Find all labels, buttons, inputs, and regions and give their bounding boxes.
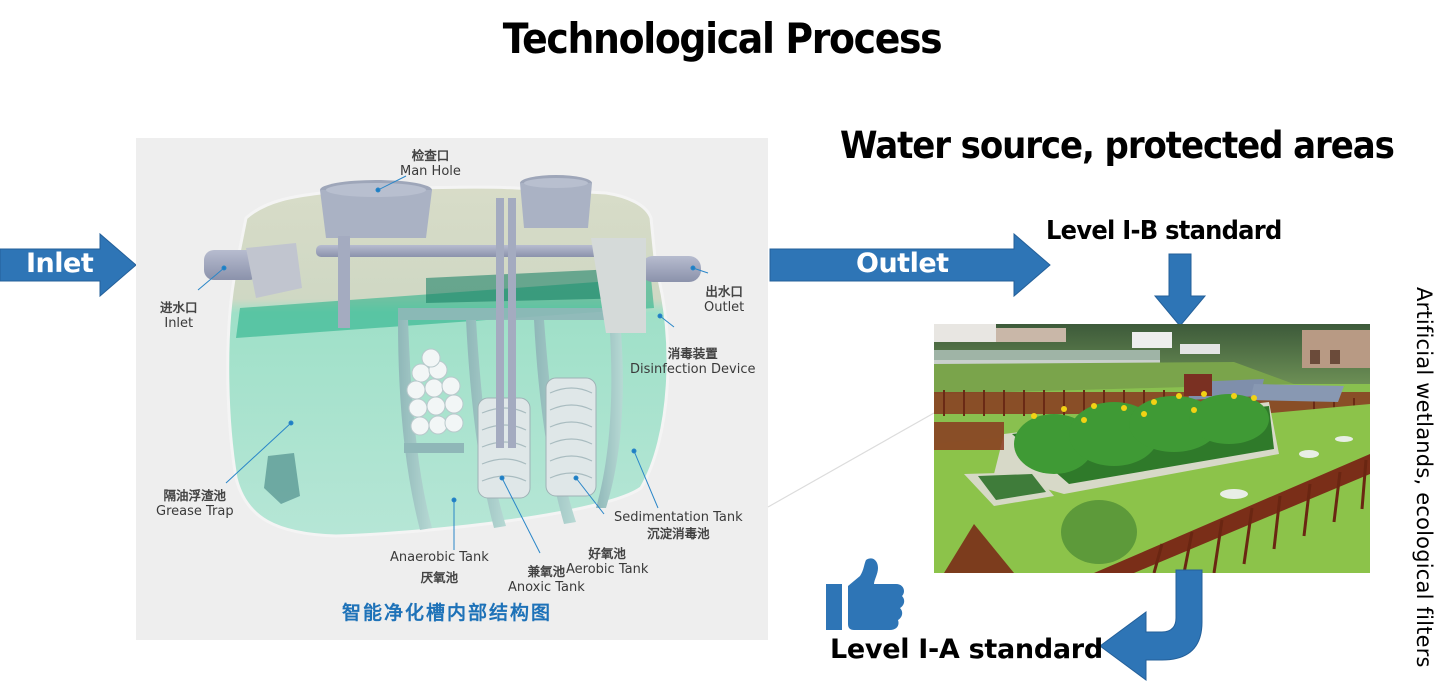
diagram-caption: 智能净化槽内部结构图 [342,602,553,624]
page-title: Technological Process [502,14,943,63]
level-ia-label: Level I-A standard [830,634,1103,665]
inlet-arrow [0,232,137,298]
wetland-label: Artificial wetlands, ecological filters [1412,287,1436,668]
tank-illustration [197,175,709,554]
label-inlet: 进水口 Inlet [160,300,198,331]
thumbs-up-icon [826,558,905,630]
outlet-arrow [769,232,1051,298]
wetland-image [934,324,1370,573]
label-sedimentation-tank: Sedimentation Tank 沉淀消毒池 [614,510,743,541]
label-anaerobic-tank: Anaerobic Tank 厌氧池 [390,550,489,585]
label-grease-trap: 隔油浮渣池 Grease Trap [156,488,234,519]
down-arrow [1153,253,1207,327]
outlet-arrow-label: Outlet [856,248,949,279]
label-anoxic-tank: 兼氧池 Anoxic Tank [508,564,585,595]
inlet-arrow-label: Inlet [26,248,94,279]
label-manhole: 检查口 Man Hole [400,148,461,179]
level-ib-label: Level I-B standard [1046,216,1282,246]
artificial-wetland-photo [934,324,1370,573]
curved-return-arrow [1099,569,1203,681]
label-outlet: 出水口 Outlet [704,284,745,315]
section-subtitle: Water source, protected areas [840,124,1395,167]
label-aerobic-tank: 好氧池 Aerobic Tank [566,546,649,577]
purification-tank-diagram: 检查口 Man Hole 进水口 Inlet 出水口 Outlet 消毒装置 D… [136,138,768,640]
label-disinfection-device: 消毒装置 Disinfection Device [630,346,756,377]
